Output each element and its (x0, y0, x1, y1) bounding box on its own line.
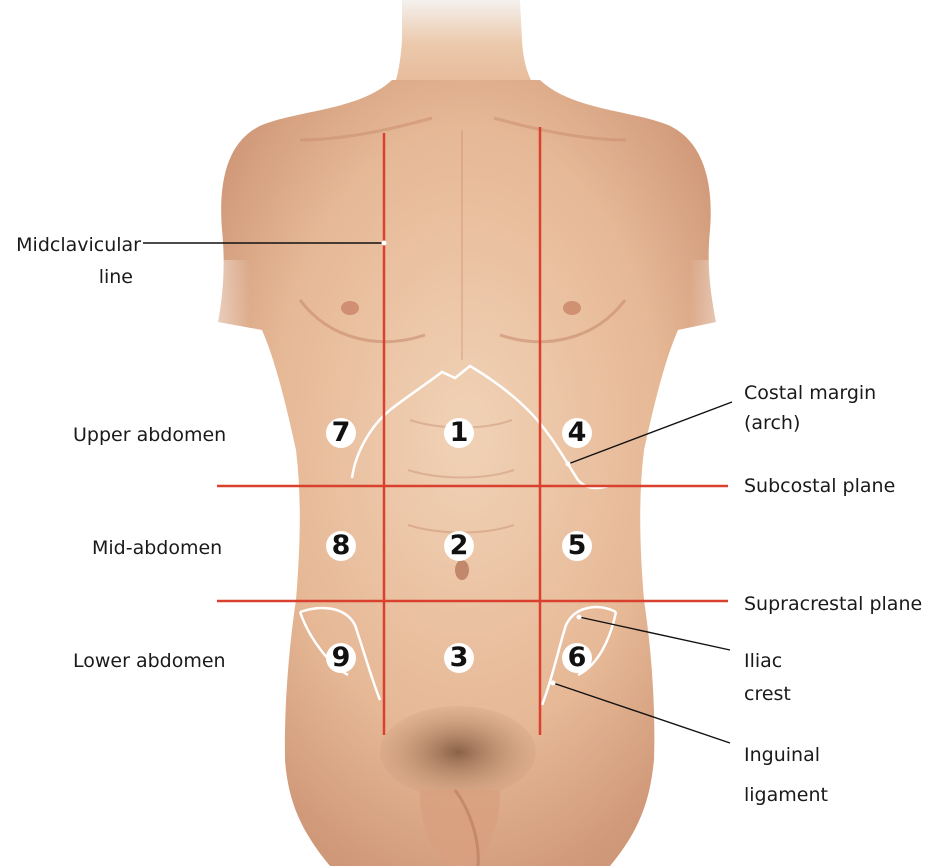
region-number-2: 2 (444, 531, 474, 561)
label-midclavicular-line-2: line (98, 266, 133, 288)
leader-iliac-crest (578, 616, 731, 651)
region-number-1: 1 (444, 418, 474, 448)
label-lower-abdomen: Lower abdomen (73, 650, 226, 672)
region-number-7: 7 (326, 418, 356, 448)
pectoral-right (499, 299, 627, 344)
navel (455, 560, 469, 580)
clavicle-left (299, 116, 433, 142)
pectoral-left (298, 299, 426, 344)
pubic-hair (380, 706, 536, 798)
label-costal-margin-2: (arch) (744, 412, 801, 434)
region-number-5: 5 (562, 531, 592, 561)
label-upper-abdomen: Upper abdomen (73, 424, 227, 446)
clavicle-right (493, 116, 627, 142)
region-number-8: 8 (326, 531, 356, 561)
leader-costal-margin (567, 401, 733, 465)
label-supracrestal-plane: Supracrestal plane (744, 593, 923, 615)
nipple-left (341, 301, 359, 315)
label-iliac-crest-1: Iliac (744, 650, 783, 672)
label-mid-abdomen: Mid-abdomen (92, 537, 223, 559)
label-costal-margin-1: Costal margin (744, 382, 877, 404)
nipple-right (563, 301, 581, 315)
region-number-9: 9 (326, 643, 356, 673)
label-subcostal-plane: Subcostal plane (744, 475, 896, 497)
region-number-4: 4 (562, 418, 592, 448)
region-number-6: 6 (562, 643, 592, 673)
label-midclavicular-line-1: Midclavicular (16, 234, 141, 256)
label-inguinal-ligament-2: ligament (744, 784, 828, 806)
label-inguinal-ligament-1: Inguinal (744, 744, 820, 766)
leader-inguinal-ligament (552, 682, 731, 744)
label-iliac-crest-2: crest (744, 683, 791, 705)
region-number-3: 3 (444, 643, 474, 673)
